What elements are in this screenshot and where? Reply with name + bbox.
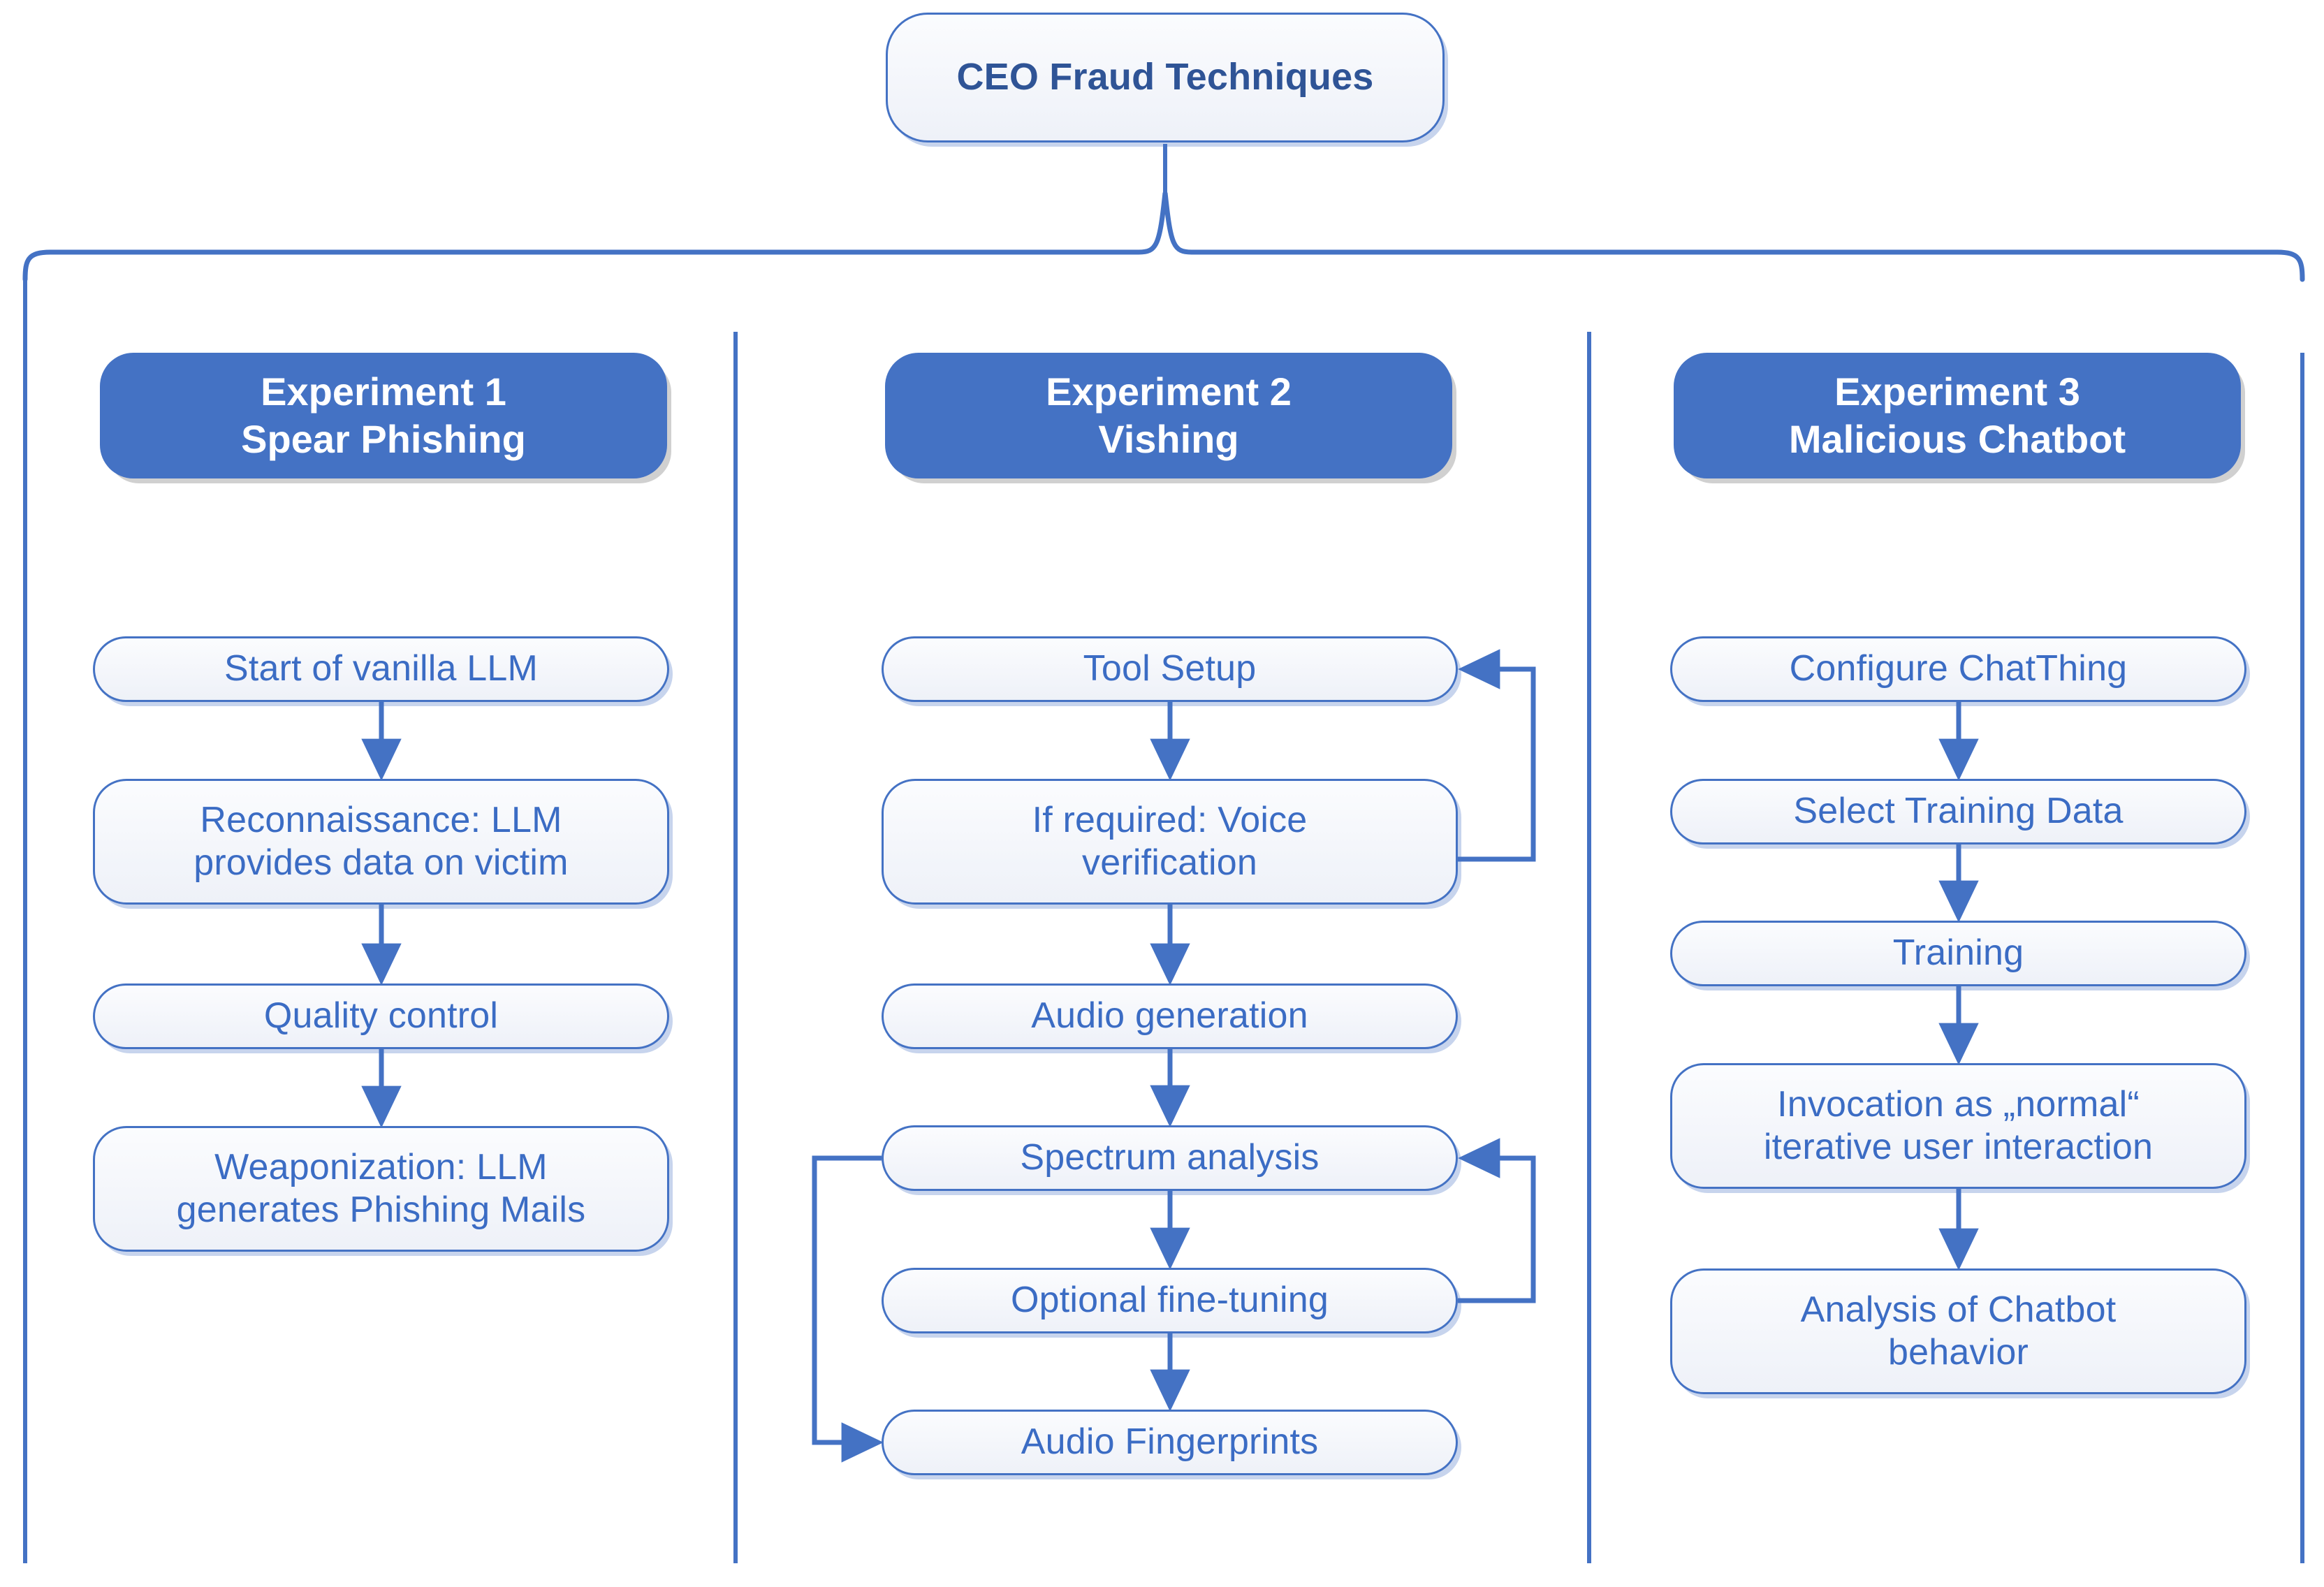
step-optional-fine-tuning-line1: Optional fine-tuning	[1011, 1280, 1329, 1321]
step-tool-setup[interactable]: Tool Setup	[882, 636, 1458, 702]
step-configure-chatthing[interactable]: Configure ChatThing	[1670, 636, 2246, 702]
step-configure-chatthing-line1: Configure ChatThing	[1789, 648, 2128, 689]
step-weaponization[interactable]: Weaponization: LLM generates Phishing Ma…	[93, 1126, 669, 1252]
step-reconnaissance[interactable]: Reconnaissance: LLM provides data on vic…	[93, 779, 669, 905]
step-voice-verification-line1: If required: Voice	[1032, 799, 1308, 840]
step-analysis-chatbot-behavior-line2: behavior	[1887, 1332, 2029, 1373]
step-audio-fingerprints[interactable]: Audio Fingerprints	[882, 1410, 1458, 1475]
header-experiment-3[interactable]: Experiment 3 Malicious Chatbot	[1674, 353, 2241, 478]
step-weaponization-line2: generates Phishing Mails	[176, 1190, 586, 1230]
step-reconnaissance-line2: provides data on victim	[193, 842, 569, 883]
arrow-loop-voice-to-toolsetup	[1458, 649, 1536, 862]
arrow-loop-spectrum-to-fingerprints	[812, 1155, 884, 1463]
arrow-loop-finetune-to-spectrum	[1458, 1138, 1536, 1303]
step-voice-verification-line2: verification	[1082, 842, 1257, 883]
header-experiment-3-line2: Malicious Chatbot	[1788, 417, 2126, 461]
step-audio-generation[interactable]: Audio generation	[882, 983, 1458, 1049]
step-voice-verification[interactable]: If required: Voice verification	[882, 779, 1458, 905]
brace-connector	[22, 192, 2305, 282]
header-experiment-2[interactable]: Experiment 2 Vishing	[885, 353, 1452, 478]
step-spectrum-analysis[interactable]: Spectrum analysis	[882, 1125, 1458, 1191]
header-experiment-1-line2: Spear Phishing	[241, 417, 526, 461]
column-rule-right	[2300, 353, 2304, 1563]
header-experiment-3-line1: Experiment 3	[1834, 369, 2080, 414]
step-audio-generation-line1: Audio generation	[1031, 995, 1308, 1037]
step-tool-setup-line1: Tool Setup	[1083, 648, 1257, 689]
step-quality-control-line1: Quality control	[263, 995, 499, 1037]
root-title-box: CEO Fraud Techniques	[886, 13, 1445, 142]
step-analysis-chatbot-behavior[interactable]: Analysis of Chatbot behavior	[1670, 1268, 2246, 1394]
step-analysis-chatbot-behavior-line1: Analysis of Chatbot	[1800, 1289, 2117, 1330]
step-spectrum-analysis-line1: Spectrum analysis	[1020, 1137, 1320, 1178]
step-invocation-normal[interactable]: Invocation as „normal“ iterative user in…	[1670, 1063, 2246, 1189]
step-select-training-data[interactable]: Select Training Data	[1670, 779, 2246, 844]
step-select-training-data-line1: Select Training Data	[1793, 791, 2124, 832]
step-audio-fingerprints-line1: Audio Fingerprints	[1021, 1421, 1319, 1463]
step-invocation-normal-line2: iterative user interaction	[1763, 1127, 2154, 1167]
step-invocation-normal-line1: Invocation as „normal“	[1777, 1083, 2140, 1125]
header-experiment-2-line2: Vishing	[1098, 417, 1239, 461]
step-weaponization-line1: Weaponization: LLM	[214, 1146, 548, 1187]
column-rule-1-2	[733, 332, 738, 1563]
step-start-vanilla-llm[interactable]: Start of vanilla LLM	[93, 636, 669, 702]
root-title-label: CEO Fraud Techniques	[956, 56, 1374, 98]
step-training-line1: Training	[1892, 933, 2024, 974]
header-experiment-1[interactable]: Experiment 1 Spear Phishing	[100, 353, 667, 478]
step-start-vanilla-llm-line1: Start of vanilla LLM	[224, 648, 539, 689]
column-rule-2-3	[1587, 332, 1591, 1563]
step-training[interactable]: Training	[1670, 921, 2246, 986]
header-experiment-1-line1: Experiment 1	[261, 369, 506, 414]
step-reconnaissance-line1: Reconnaissance: LLM	[200, 799, 562, 840]
header-experiment-2-line1: Experiment 2	[1046, 369, 1292, 414]
column-rule-left	[23, 279, 27, 1563]
step-optional-fine-tuning[interactable]: Optional fine-tuning	[882, 1268, 1458, 1333]
step-quality-control[interactable]: Quality control	[93, 983, 669, 1049]
